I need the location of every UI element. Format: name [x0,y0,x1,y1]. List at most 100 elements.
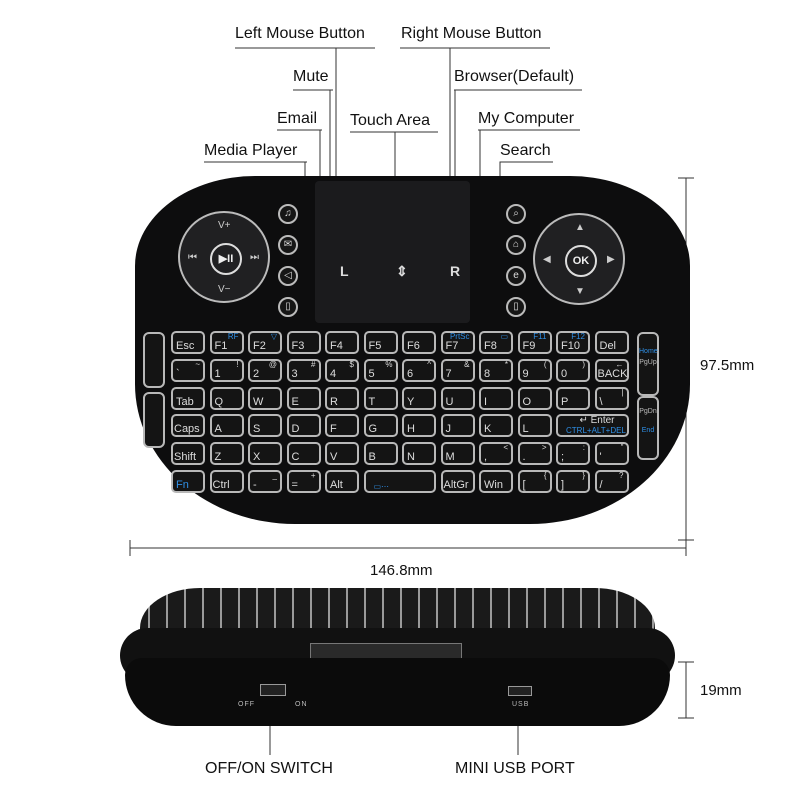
key[interactable]: J [440,414,475,438]
arrow-left-icon[interactable]: ◀ [543,254,551,265]
key[interactable]: F8▭ [479,331,513,354]
key[interactable]: 4$ [325,358,359,382]
key[interactable]: F3 [286,331,321,354]
key[interactable]: T [363,386,398,410]
right-mouse-button[interactable]: ▯ [506,297,526,317]
key[interactable]: `~ [171,358,205,382]
side-left-mouse-key[interactable] [143,332,165,388]
width-dimension-line [129,540,687,556]
key[interactable]: H [402,414,436,438]
key[interactable]: D [286,414,321,438]
volume-down-button[interactable]: V− [218,284,231,295]
key[interactable]: N [402,442,436,466]
key[interactable]: Tab [171,386,205,410]
key[interactable]: [{ [517,470,552,493]
key[interactable]: 6^ [402,358,436,382]
key[interactable]: V [325,442,359,466]
key[interactable]: Fn [171,470,205,493]
key[interactable]: Caps [171,414,205,438]
key[interactable]: 5% [363,358,398,382]
key[interactable]: F5 [363,331,398,354]
key[interactable]: BACK← [594,358,629,382]
arrow-right-icon[interactable]: ▶ [607,254,615,265]
media-player-button[interactable]: ♫ [278,204,298,224]
key[interactable]: 2@ [248,358,282,382]
left-mouse-button[interactable]: ▯ [278,297,298,317]
previous-track-icon[interactable]: ⏮ [188,252,197,263]
key[interactable]: -_ [248,470,282,493]
browser-button[interactable]: e [506,266,526,286]
key[interactable]: L [517,414,552,438]
key[interactable]: R [325,386,359,410]
key[interactable]: Shift [171,442,205,466]
key[interactable]: CTRL+ALT+DEL↵ Enter [556,414,629,438]
key[interactable]: G [363,414,398,438]
key[interactable]: =+ [286,470,321,493]
key[interactable]: F2▽ [248,331,282,354]
key-label: F [330,423,337,436]
key[interactable]: Ctrl [209,470,244,493]
key[interactable]: .> [517,442,552,466]
mute-button[interactable]: ◁ [278,266,298,286]
ok-button[interactable]: OK [565,245,597,277]
key[interactable]: 7& [440,358,475,382]
volume-up-button[interactable]: V+ [218,220,231,231]
media-dpad[interactable]: ▶II V+ V− ⏮ ⏭ [178,211,270,303]
arrow-up-icon[interactable]: ▲ [575,222,585,233]
key[interactable]: W [248,386,282,410]
key[interactable]: C [286,442,321,466]
key[interactable]: '" [594,442,629,466]
key[interactable]: S [248,414,282,438]
key[interactable]: A [209,414,244,438]
key[interactable]: AltGr [440,470,475,493]
key[interactable]: K [479,414,513,438]
key[interactable]: U [440,386,475,410]
arrow-down-icon[interactable]: ▼ [575,286,585,297]
pgdn-end-key[interactable]: PgDn End [637,396,659,460]
key[interactable]: 3# [286,358,321,382]
key[interactable]: M [440,442,475,466]
key[interactable]: E [286,386,321,410]
touchpad[interactable] [315,181,470,323]
key[interactable]: ,< [479,442,513,466]
key[interactable]: F6 [402,331,436,354]
key[interactable]: ▭⋯ [363,470,436,493]
home-pgup-key[interactable]: Home PgUp [637,332,659,396]
key[interactable]: /? [594,470,629,493]
navigation-dpad[interactable]: OK ▲ ▼ ◀ ▶ [533,213,625,305]
next-track-icon[interactable]: ⏭ [250,252,259,263]
key[interactable]: X [248,442,282,466]
key[interactable]: F4 [325,331,359,354]
key[interactable]: P [556,386,590,410]
key[interactable]: I [479,386,513,410]
key[interactable]: \| [594,386,629,410]
key[interactable]: ]} [556,470,590,493]
key[interactable]: ;: [556,442,590,466]
key[interactable]: Q [209,386,244,410]
key[interactable]: 8* [479,358,513,382]
key[interactable]: Win [479,470,513,493]
play-pause-button[interactable]: ▶II [210,243,242,275]
key[interactable]: B [363,442,398,466]
email-button[interactable]: ✉ [278,235,298,255]
power-switch[interactable] [260,684,286,696]
key-label: Caps [174,423,200,436]
side-right-mouse-key[interactable] [143,392,165,448]
key[interactable]: Z [209,442,244,466]
my-computer-button[interactable]: ⌂ [506,235,526,255]
key-label: S [253,423,261,436]
key[interactable]: Y [402,386,436,410]
key[interactable]: 0) [556,358,590,382]
key[interactable]: O [517,386,552,410]
key[interactable]: F [325,414,359,438]
key[interactable]: 9( [517,358,552,382]
key[interactable]: 1! [209,358,244,382]
search-button[interactable]: ⌕ [506,204,526,224]
key[interactable]: Esc [171,331,205,354]
key[interactable]: Alt [325,470,359,493]
key[interactable]: Del [594,331,629,354]
